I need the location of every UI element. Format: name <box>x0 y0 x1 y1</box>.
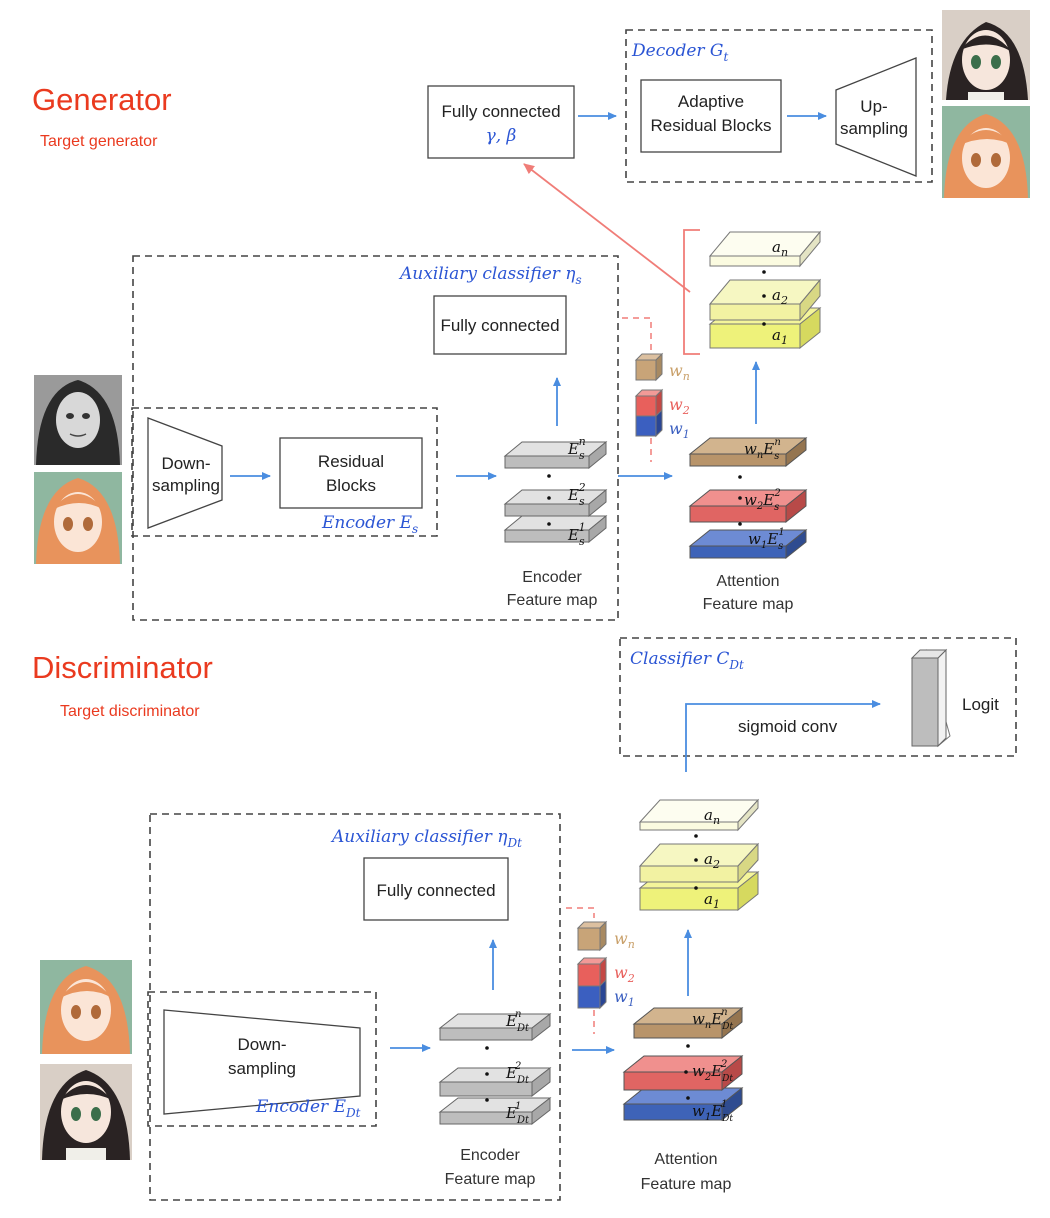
dis-downsampling-line1: Down- <box>237 1035 286 1054</box>
dis-downsampling-line2: sampling <box>228 1059 296 1078</box>
gen-encoder-label: Encoder Es <box>321 513 418 536</box>
gen-att-fm-line2: Feature map <box>703 596 794 613</box>
classifier-label: Classifier CDt <box>630 649 744 672</box>
svg-text:Es1: Es1 <box>567 521 586 548</box>
classifier-box <box>619 637 1017 757</box>
dis-weight-wn-label: wn <box>614 929 635 951</box>
output-anime-image-1 <box>942 10 1030 100</box>
gen-weight-dash-top <box>622 317 652 352</box>
dis-weight-w1-label: w1 <box>614 987 635 1009</box>
fc-gamma-beta-box <box>427 85 575 159</box>
decoder-label: Decoder Gt <box>631 41 729 64</box>
adaptive-line1: Adaptive <box>678 92 744 111</box>
gen-att-layer-1-blue <box>688 528 808 560</box>
sigmoid-conv-label: sigmoid conv <box>738 717 838 736</box>
gen-weight-wn-cube <box>634 352 664 382</box>
dis-weight-wn-cube <box>576 920 608 952</box>
discriminator-subtitle: Target discriminator <box>60 703 200 720</box>
arrow-sigmoid-conv <box>685 700 881 772</box>
svg-text:a1: a1 <box>704 890 720 911</box>
fc-gamma-beta-label: Fully connected <box>441 102 560 121</box>
gen-fm-layer-1 <box>503 514 608 544</box>
gen-attention-maps: an a2 a1 <box>708 230 822 350</box>
gen-a1-label: a1 <box>772 326 788 347</box>
svg-text:Esn: Esn <box>567 435 586 462</box>
svg-text:w2EDt2: w2EDt2 <box>692 1059 733 1084</box>
residual-line1: Residual <box>318 452 384 471</box>
logit-block <box>910 648 951 748</box>
svg-text:w1Es1: w1Es1 <box>748 527 785 552</box>
gen-weight-w2-cube <box>634 388 664 418</box>
gen-aux-fc-label: Fully connected <box>440 316 559 335</box>
discriminator-title: Discriminator <box>32 650 213 685</box>
gen-att-layer-n-brown <box>688 436 808 468</box>
dis-downsampling-trapezoid <box>163 1009 361 1115</box>
upsampling-line2: sampling <box>840 119 908 138</box>
output-anime-image-2 <box>942 106 1030 198</box>
svg-text:wnEDtn: wnEDtn <box>692 1007 733 1032</box>
gen-weight-w1-label: w1 <box>669 419 690 441</box>
gen-weight-w1-cube <box>635 408 663 438</box>
dis-attention-feature-map: wnEDtn w2EDt2 w1EDt1 <box>622 1006 744 1124</box>
gen-aux-fc-box <box>433 295 567 355</box>
dis-weight-w2-cube <box>576 956 608 988</box>
generator-title: Generator <box>32 82 172 117</box>
gen-an-label: an <box>772 238 788 259</box>
gen-a2-label: a2 <box>772 286 788 307</box>
adaptive-line2: Residual Blocks <box>651 116 772 135</box>
dis-aux-label: Auxiliary classifier ηDt <box>330 827 522 850</box>
dis-encoder-label: Encoder EDt <box>255 1097 361 1120</box>
dis-weight-dash-top <box>566 907 595 918</box>
gen-an <box>708 230 822 268</box>
gen-downsampling-line2: sampling <box>152 476 220 495</box>
dis-attention-maps: an a2 a1 <box>638 798 760 912</box>
logit-label: Logit <box>962 695 999 714</box>
gen-enc-fm-line1: Encoder <box>522 569 582 586</box>
gen-encoder-feature-map: Esn Es2 Es1 <box>503 435 608 548</box>
dis-att-fm-line1: Attention <box>654 1151 717 1168</box>
dis-encoder-feature-map: EDtn EDt2 EDt1 <box>438 1009 552 1126</box>
svg-text:Es2: Es2 <box>567 481 586 508</box>
residual-blocks-box <box>279 437 423 509</box>
gen-att-layer-2-red <box>688 488 808 524</box>
gen-attention-feature-map: wnEsn w2Es2 w1Es1 <box>688 436 808 560</box>
arrow-attention-to-fc <box>523 163 691 293</box>
gen-downsampling-line1: Down- <box>161 454 210 473</box>
upsampling-trapezoid <box>835 57 917 177</box>
dis-aux-classifier-box <box>149 813 561 1201</box>
dis-enc-fm-line2: Feature map <box>445 1171 536 1188</box>
dis-aux-fc-box <box>363 857 509 921</box>
gen-a2 <box>708 278 822 322</box>
generator-subtitle: Target generator <box>40 133 158 150</box>
dis-weight-w1-cube <box>577 978 607 1010</box>
svg-text:an: an <box>704 806 720 827</box>
svg-text:w1EDt1: w1EDt1 <box>692 1099 733 1124</box>
decoder-box <box>625 29 933 183</box>
dis-enc-fm-line1: Encoder <box>460 1147 520 1164</box>
input-anime-image <box>34 472 122 564</box>
gen-aux-label: Auxiliary classifier ηs <box>398 264 582 287</box>
gen-att-fm-line1: Attention <box>716 573 779 590</box>
upsampling-line1: Up- <box>860 97 887 116</box>
gen-downsampling-trapezoid <box>147 417 223 529</box>
dis-att-fm-line2: Feature map <box>641 1176 732 1193</box>
gen-weight-w2-label: w2 <box>669 395 690 417</box>
adaptive-residual-box <box>640 79 782 153</box>
attention-bracket <box>683 229 700 355</box>
input-photo-image <box>34 375 122 465</box>
gen-fm-layer-2 <box>503 488 608 518</box>
gamma-beta-symbol: γ, β <box>486 126 517 146</box>
dis-encoder-box <box>147 991 377 1127</box>
svg-text:a2: a2 <box>704 850 720 871</box>
gen-enc-fm-line2: Feature map <box>507 592 598 609</box>
gen-fm-layer-n <box>503 440 608 470</box>
gen-aux-classifier-box <box>132 255 619 621</box>
dis-aux-fc-label: Fully connected <box>376 881 495 900</box>
dis-input-anime-image-2 <box>40 1064 132 1160</box>
residual-line2: Blocks <box>326 476 376 495</box>
dis-weight-w2-label: w2 <box>614 963 635 985</box>
dis-input-anime-image-1 <box>40 960 132 1054</box>
gen-weight-wn-label: wn <box>669 361 690 383</box>
